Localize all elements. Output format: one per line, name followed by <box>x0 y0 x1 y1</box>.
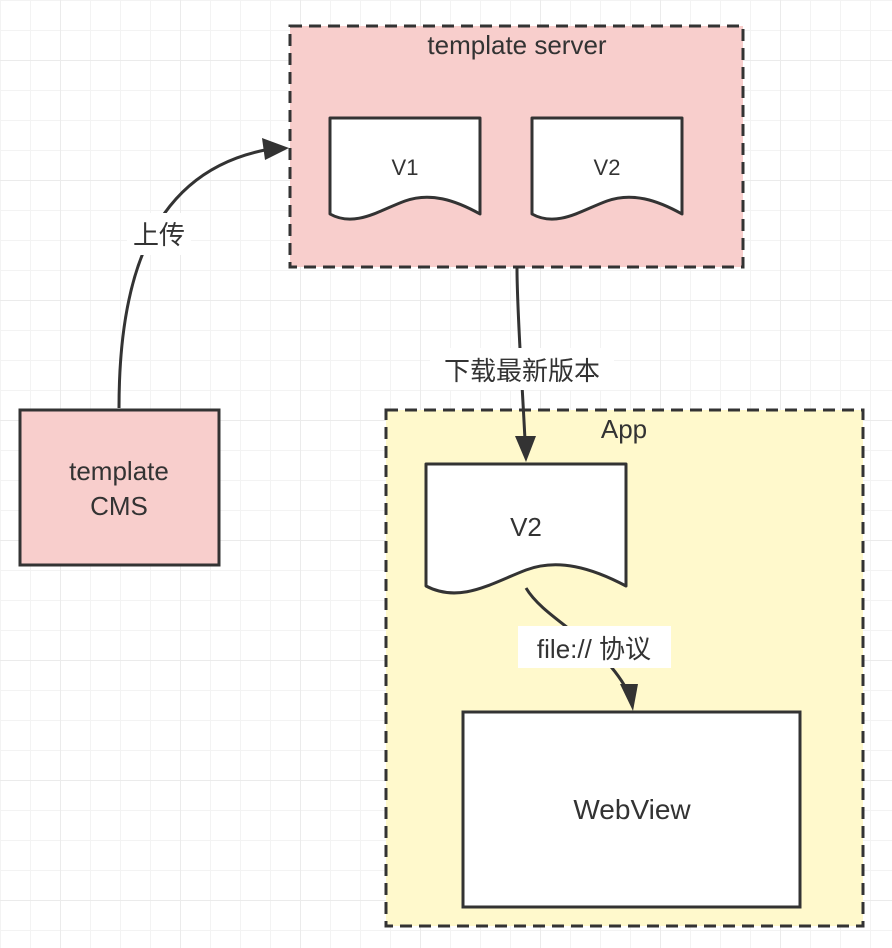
server-v1-label: V1 <box>392 155 419 180</box>
server-v1-document[interactable]: V1 <box>328 116 482 221</box>
template-cms-node[interactable]: template CMS <box>18 408 221 567</box>
edge-file-protocol-label: file:// 协议 <box>537 634 651 664</box>
template-server-title: template server <box>427 30 607 60</box>
template-cms-label-line1: template <box>69 456 169 486</box>
edge-download[interactable]: 下载最新版本 <box>430 267 614 462</box>
app-title: App <box>601 414 647 444</box>
edge-upload[interactable]: 上传 <box>117 138 289 409</box>
server-v2-document[interactable]: V2 <box>530 116 684 221</box>
document-shape[interactable] <box>328 116 482 221</box>
edge-file-protocol[interactable]: file:// 协议 <box>518 587 671 711</box>
document-shape[interactable] <box>530 116 684 221</box>
webview-label: WebView <box>573 794 691 825</box>
edge-download-label: 下载最新版本 <box>444 356 600 386</box>
template-cms-box[interactable] <box>18 408 221 567</box>
arrowhead-icon <box>620 684 638 711</box>
edge-label-bg <box>127 213 191 255</box>
edge-upload-label: 上传 <box>133 220 185 250</box>
app-v2-label: V2 <box>510 512 542 542</box>
arrowhead-icon <box>262 138 289 160</box>
webview-node[interactable]: WebView <box>461 710 802 909</box>
arrowhead-icon <box>515 436 536 462</box>
server-v2-label: V2 <box>594 155 621 180</box>
edge-upload-line[interactable] <box>117 148 266 409</box>
webview-box[interactable] <box>461 710 802 909</box>
edge-label-bg <box>518 626 671 668</box>
app-v2-document[interactable]: V2 <box>424 462 628 595</box>
document-shape[interactable] <box>424 462 628 595</box>
template-cms-label-line2: CMS <box>90 491 148 521</box>
edge-download-line[interactable] <box>515 267 527 441</box>
edge-label-bg <box>430 348 614 390</box>
